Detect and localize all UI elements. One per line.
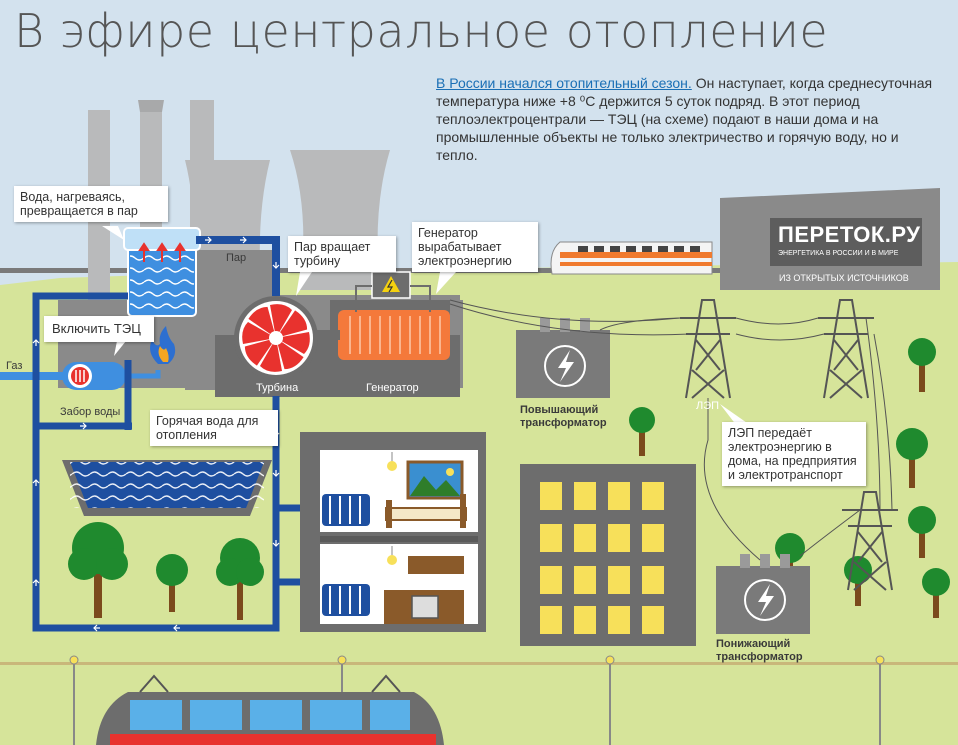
steam-pipe bbox=[196, 236, 280, 296]
start-plant-button[interactable]: Включить ТЭЦ bbox=[44, 316, 154, 342]
step-down-transformer bbox=[716, 554, 810, 634]
turbine bbox=[234, 296, 318, 380]
residential-house bbox=[300, 432, 486, 632]
label-turbine: Турбина bbox=[256, 382, 299, 394]
label-water-intake: Забор воды bbox=[60, 406, 121, 418]
boiler-tank bbox=[123, 227, 201, 317]
generator bbox=[316, 271, 450, 360]
label-gas: Газ bbox=[6, 360, 23, 372]
radiator-lower bbox=[322, 584, 370, 616]
label-lep: ЛЭП bbox=[696, 400, 720, 412]
heating-season-link[interactable]: В России начался отопительный сезон. bbox=[436, 75, 692, 91]
label-generator: Генератор bbox=[366, 382, 419, 394]
source-credit: ИЗ ОТКРЫТЫХ ИСТОЧНИКОВ bbox=[779, 273, 909, 283]
callout-generator: Генератор вырабатывает электроэнергию bbox=[412, 222, 538, 272]
intro-text: Он наступает, когда среднесуточная темпе… bbox=[436, 75, 933, 163]
water-reservoir bbox=[62, 460, 272, 516]
callout-water-heating: Вода, нагреваясь, превращается в пар bbox=[14, 186, 168, 222]
page-title: В эфире центральное отопление bbox=[14, 4, 829, 58]
logo: ПЕРЕТОК.РУ ЭНЕРГЕТИКА В РОССИИ И В МИРЕ bbox=[770, 218, 922, 266]
street bbox=[0, 655, 958, 745]
trees bbox=[68, 338, 950, 620]
logo-name: ПЕРЕТОК.РУ bbox=[778, 222, 921, 247]
intro-paragraph: В России начался отопительный сезон. Он … bbox=[436, 74, 936, 164]
logo-tagline: ЭНЕРГЕТИКА В РОССИИ И В МИРЕ bbox=[778, 250, 899, 257]
callout-hot-water: Горячая вода для отопления bbox=[150, 410, 278, 446]
callout-power-line: ЛЭП передаёт электроэнергию в дома, на п… bbox=[722, 422, 866, 486]
label-step-down-transformer: Понижающий трансформатор bbox=[716, 638, 803, 663]
tram bbox=[96, 674, 444, 745]
radiator-upper bbox=[322, 494, 370, 526]
step-up-transformer bbox=[516, 318, 610, 398]
callout-steam: Пар вращает турбину bbox=[288, 236, 396, 272]
flame-icon bbox=[150, 326, 176, 364]
apartment-building bbox=[520, 464, 696, 646]
power-pylons bbox=[680, 299, 898, 591]
power-lines bbox=[449, 299, 893, 561]
label-steam: Пар bbox=[226, 252, 247, 264]
label-step-up-transformer: Повышающий трансформатор bbox=[520, 404, 607, 429]
train-top bbox=[550, 241, 713, 275]
